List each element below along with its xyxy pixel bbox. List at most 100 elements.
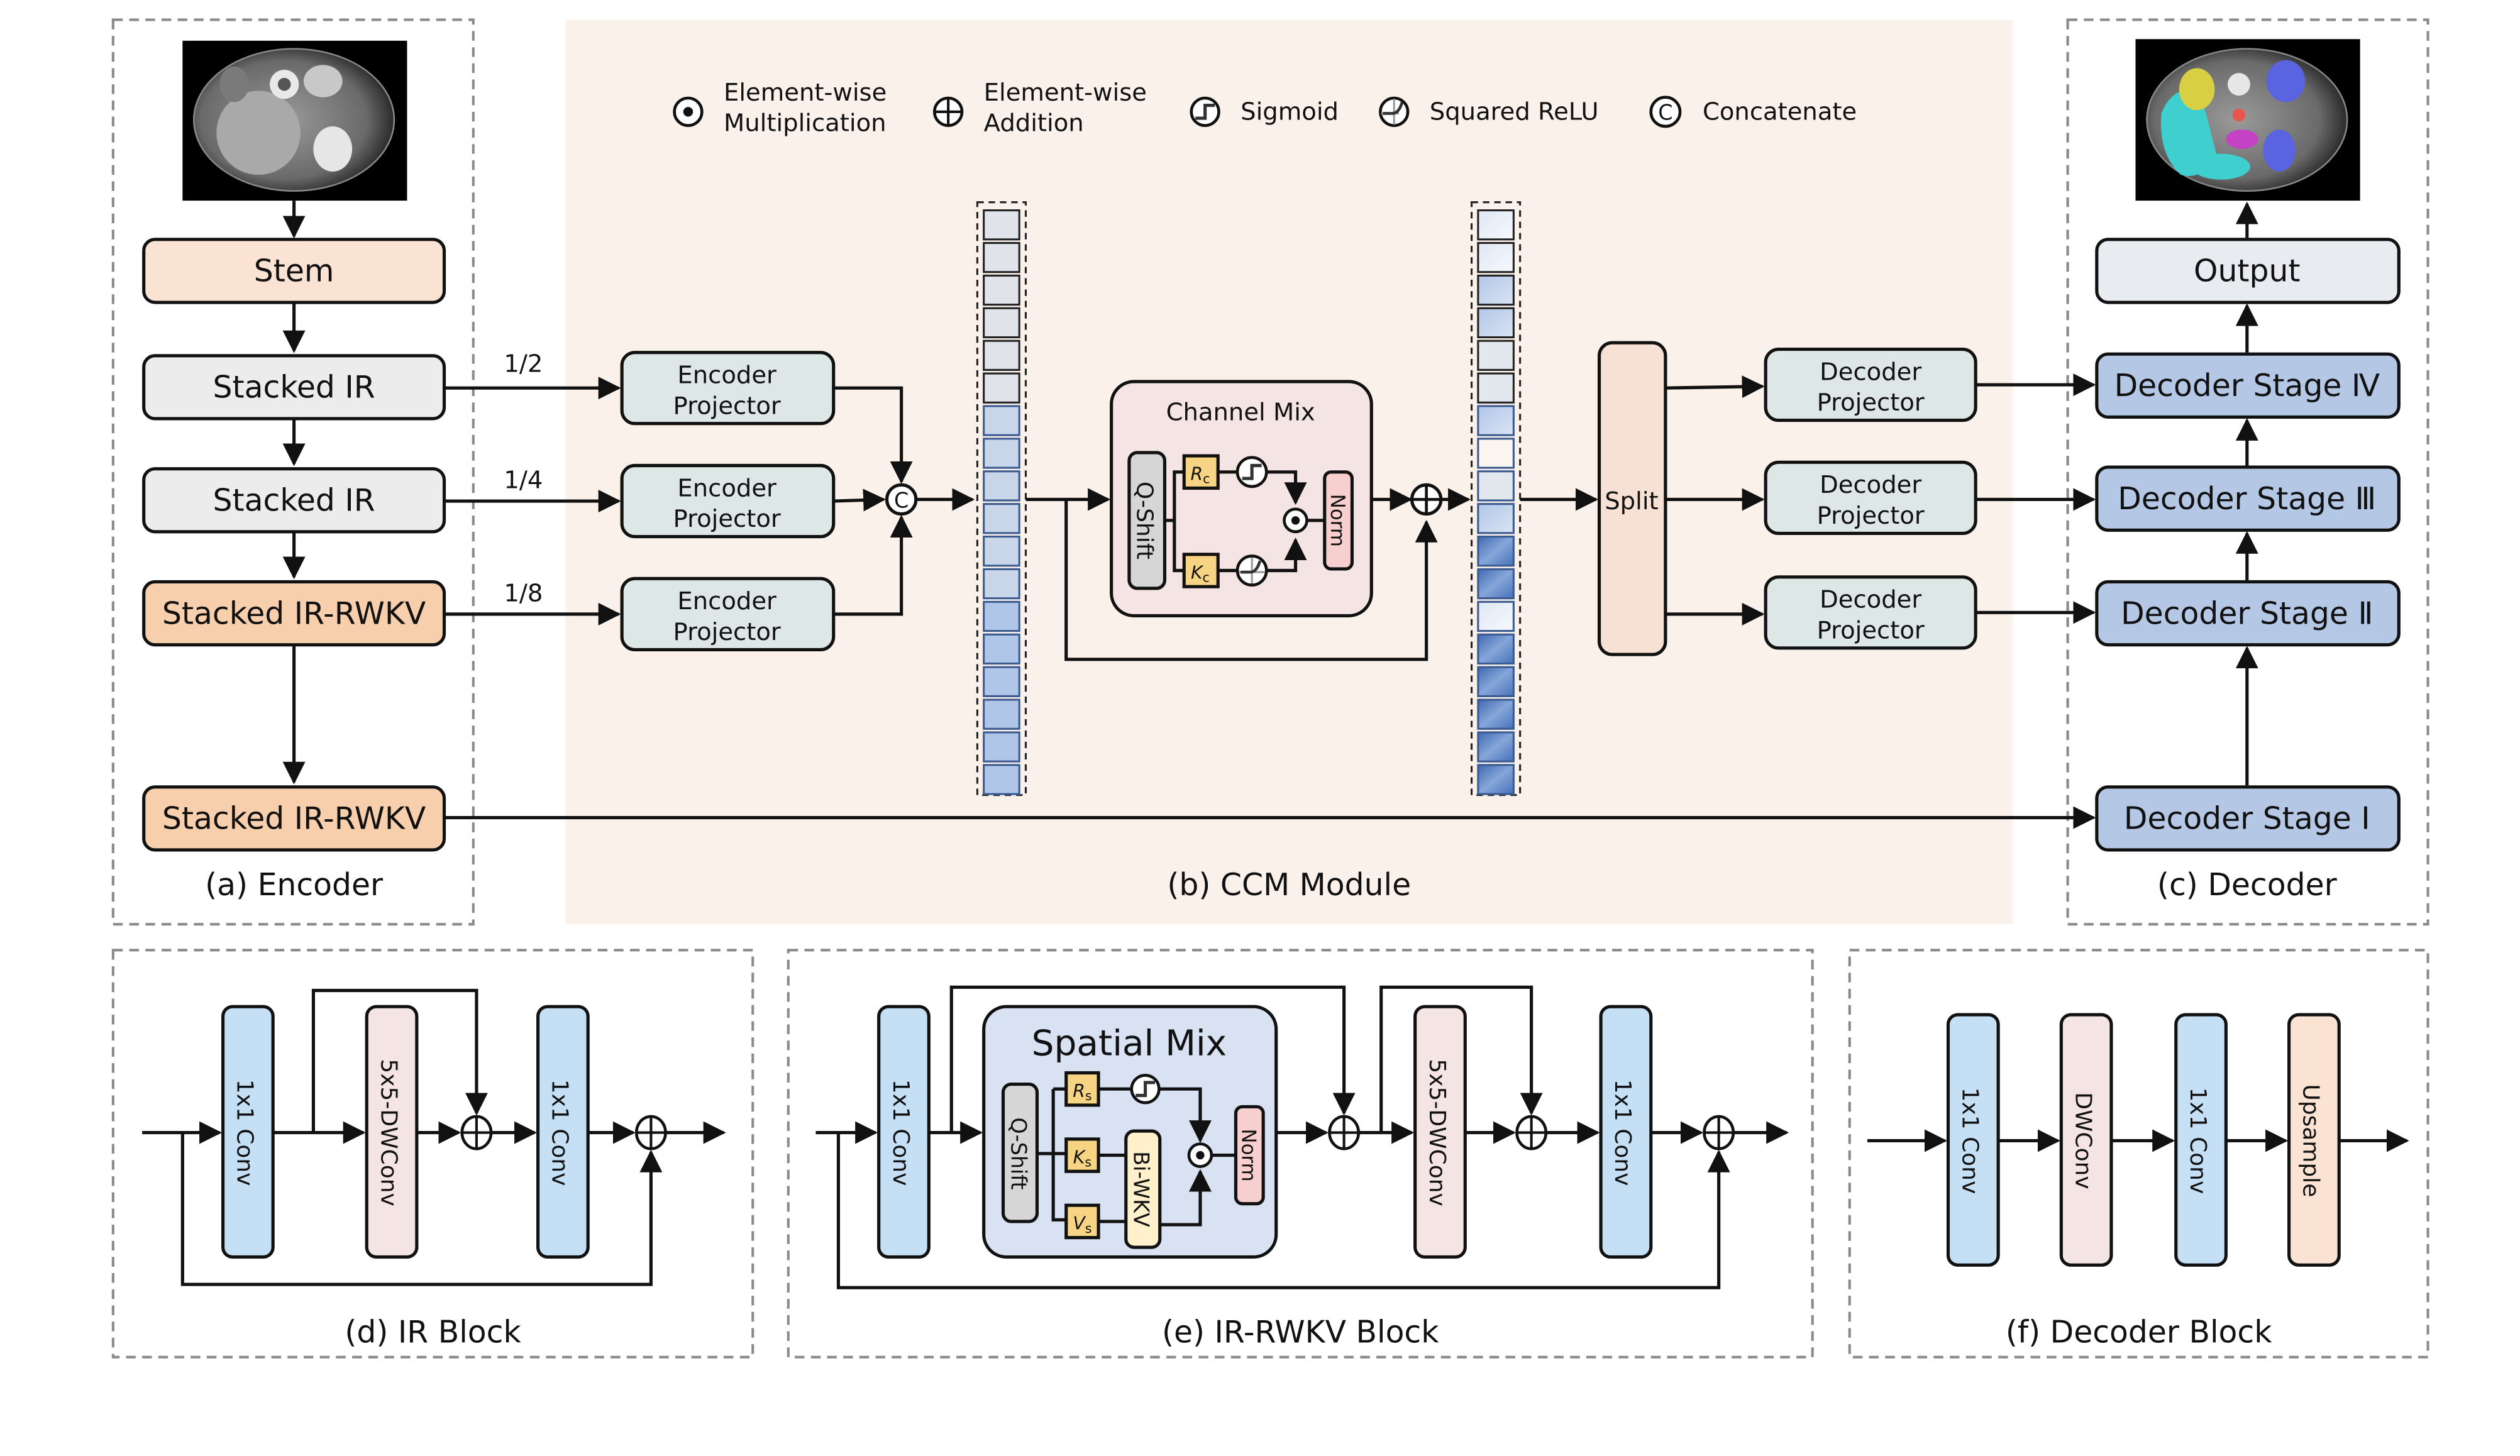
decoder-projector-1: Decoder Projector: [1764, 347, 1977, 422]
stage-label: Decoder Stage Ⅱ: [2121, 595, 2373, 631]
token-cell: [983, 405, 1020, 436]
branch-lines: [1037, 1087, 1066, 1222]
legend-item-sigmoid: Sigmoid: [1190, 96, 1339, 127]
branch-lines: [1164, 470, 1185, 573]
scale-label: 1/4: [504, 466, 543, 494]
token-cell: [1477, 666, 1515, 697]
ir-block-panel-frame: [111, 949, 754, 1359]
svg-text:C: C: [894, 488, 909, 512]
svg-text:Decoder: Decoder: [1820, 586, 1921, 614]
svg-text:Projector: Projector: [673, 618, 781, 646]
q-shift-label: Q-Shift: [1006, 1117, 1031, 1189]
norm-label: Norm: [1237, 1129, 1260, 1182]
token-cell: [1477, 209, 1515, 241]
decoder-caption: (c) Decoder: [2157, 867, 2338, 903]
stage-label: Stacked IR: [213, 482, 375, 518]
token-cell: [983, 307, 1020, 339]
token-cell: [983, 731, 1020, 763]
svg-text:C: C: [1658, 101, 1672, 125]
element-wise-addition-icon: [1328, 1115, 1361, 1150]
encoder-panel: Stem Stacked IR Stacked IR Stacked IR-RW…: [142, 40, 446, 903]
stage-label: Stacked IR: [213, 370, 375, 405]
arrow: [1266, 470, 1307, 505]
arrow: [1159, 1169, 1212, 1227]
token-cell: [983, 470, 1020, 502]
ks-label: Ks: [1073, 1147, 1091, 1169]
ccm-caption: (b) CCM Module: [1167, 867, 1411, 903]
concatenate-icon: C: [1649, 96, 1682, 128]
svg-text:Decoder: Decoder: [1820, 471, 1921, 499]
stem-label: Stem: [254, 253, 334, 289]
legend-item-squared-relu: Squared ReLU: [1379, 96, 1599, 127]
decoder-stage-2: [2095, 580, 2401, 647]
token-cell: [1477, 568, 1515, 600]
decoder-block-panel: 1x1 Conv DWConv 1x1 Conv Upsample (f) De…: [1867, 1013, 2409, 1350]
token-cell: [983, 209, 1020, 241]
scale-label: 1/2: [504, 350, 543, 378]
decoder-projector-3: Decoder Projector: [1764, 575, 1977, 650]
block-label: 5x5-DWConv: [1424, 1059, 1450, 1206]
svg-text:Projector: Projector: [673, 505, 781, 533]
token-cell: [1477, 241, 1515, 273]
skip-arrow: [1379, 985, 1543, 1133]
token-cell: [1477, 698, 1515, 730]
ccm-panel: Encoder Projector Encoder Projector Enco…: [620, 201, 2096, 903]
input-ct-image: [182, 40, 407, 201]
channel-mix-block: Channel Mix Q-Shift Rc Kc Norm: [1110, 380, 1373, 618]
token-cell: [983, 600, 1020, 632]
token-cell: [983, 339, 1020, 371]
ir-rwkv-block-panel: 1x1 Conv Spatial Mix Q-Shift Rs Ks Vs Bi…: [815, 985, 1789, 1350]
legend-label: Element-wise: [724, 79, 887, 107]
split-block: Split: [1597, 341, 1667, 656]
legend-label: Element-wise: [984, 79, 1147, 107]
token-cell: [983, 438, 1020, 469]
token-cell: [1477, 307, 1515, 339]
token-cell: [983, 372, 1020, 404]
sigmoid-icon: [1130, 1074, 1161, 1105]
norm-block: [1323, 470, 1354, 571]
element-wise-multiplication-icon: [1187, 1142, 1213, 1168]
decoder-stage-1: [2095, 785, 2401, 852]
legend-item-concatenate: C Concatenate: [1649, 96, 1857, 128]
spatial-mix-title: Spatial Mix: [1032, 1023, 1227, 1064]
token-cell: [1477, 470, 1515, 502]
output-segmentation-image: [2135, 39, 2360, 201]
decoder-stage-4: [2095, 352, 2401, 419]
encoder-panel-frame: [111, 18, 475, 926]
bi-wkv-label: Bi-WKV: [1129, 1151, 1154, 1227]
token-cell: [983, 764, 1020, 795]
stage-label: Decoder Stage Ⅳ: [2114, 368, 2380, 404]
decoder-projector-2: Decoder Projector: [1764, 460, 1977, 535]
element-wise-addition-icon: [1703, 1115, 1735, 1150]
token-cell: [1477, 731, 1515, 763]
element-wise-addition-icon: [634, 1115, 667, 1150]
token-cell: [983, 241, 1020, 273]
stage-label: Stacked IR-RWKV: [162, 801, 426, 837]
skip-arrow: [949, 985, 1356, 1133]
token-cell: [1477, 503, 1515, 534]
svg-text:Encoder: Encoder: [677, 361, 776, 389]
token-cell: [1477, 764, 1515, 795]
token-cell: [1477, 372, 1515, 404]
token-cell: [983, 568, 1020, 600]
token-cell: [1477, 274, 1515, 306]
element-wise-multiplication-icon: [673, 96, 704, 127]
arrow: [833, 488, 886, 512]
token-cell: [983, 503, 1020, 534]
residual-arrow: [180, 1132, 663, 1286]
output-token-sequence: [1477, 209, 1515, 795]
rs-label: Rs: [1073, 1081, 1091, 1103]
sigmoid-icon: [1235, 456, 1268, 488]
bi-wkv-block: [1124, 1129, 1162, 1249]
encoder-projector-1: Encoder Projector: [620, 351, 836, 426]
block-label: 1x1 Conv: [888, 1079, 914, 1186]
token-cell: [1477, 339, 1515, 371]
input-token-sequence: [983, 209, 1020, 795]
vs-label: Vs: [1073, 1213, 1091, 1236]
svg-text:Decoder: Decoder: [1820, 358, 1921, 386]
block-label: 1x1 Conv: [1610, 1079, 1635, 1186]
token-cell: [1477, 633, 1515, 665]
norm-block: [1234, 1105, 1265, 1206]
element-wise-addition-icon: [1515, 1115, 1548, 1150]
